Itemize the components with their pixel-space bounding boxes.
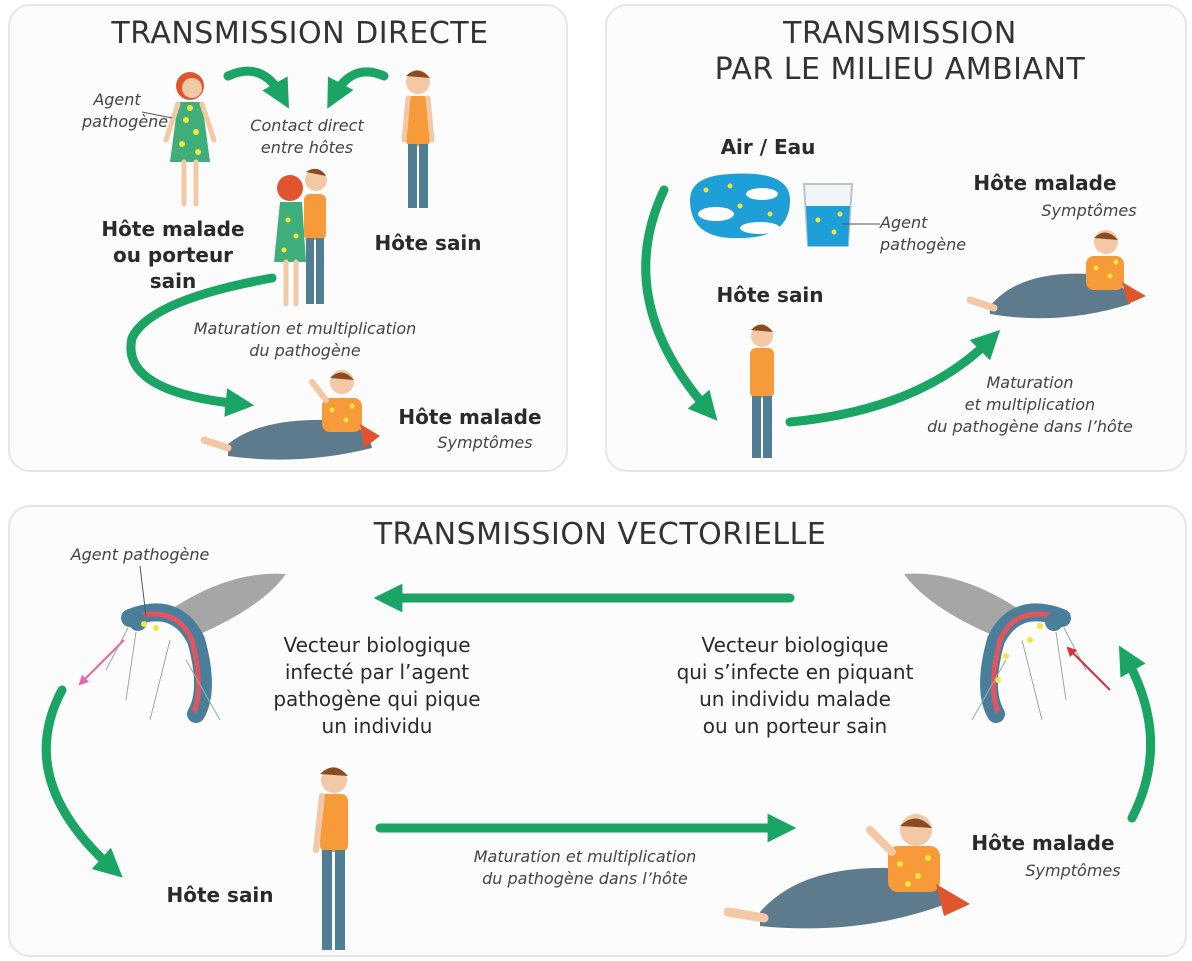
arrow-contact-left [228,71,282,96]
man-healthy-figure-ambiant [750,324,774,458]
arrow-left-curve [46,690,112,868]
malade-line-1: Hôte malade [88,216,258,242]
label-maturation-ambiant: Maturation et multiplication du pathogèn… [900,372,1160,438]
label-hote-malade-final: Hôte malade [390,404,550,430]
ambiant-agent-line-1: Agent [880,212,980,234]
label-symptomes-ambiant: Symptômes [1024,200,1154,222]
label-symptomes-directe: Symptômes [420,432,550,454]
label-contact-direct: Contact direct entre hôtes [232,115,382,159]
water-glass-icon [804,184,852,246]
ambiant-title-line-2: PAR LE MILIEU AMBIANT [680,52,1120,88]
ambiant-maturation-line-1: Maturation [900,372,1160,394]
air-cloud-icon [690,174,790,239]
right-vec-line-1: Vecteur biologique [650,632,940,659]
label-hote-malade-ambiant: Hôte malade [970,170,1120,196]
title-transmission-milieu-ambiant: TRANSMISSION PAR LE MILIEU AMBIANT [680,16,1120,88]
woman-sick-host-figure [166,72,214,204]
label-hote-malade-vectorielle: Hôte malade [958,830,1128,856]
man-healthy-figure-directe [404,70,432,208]
arrow-contact-right [334,72,384,96]
contact-line-2: entre hôtes [232,137,382,159]
agent-line-1: Agent [82,89,152,111]
vector-maturation-line-1: Maturation et multiplication [440,846,730,868]
label-symptomes-vectorielle: Symptômes [1008,860,1138,882]
label-vecteur-infecte: Vecteur biologique infecté par l’agent p… [242,632,512,740]
label-agent-pathogene-directe: Agent pathogène [82,89,152,133]
ambiant-maturation-line-2: et multiplication [900,394,1160,416]
man-healthy-figure-vectorielle [316,767,348,950]
couple-embracing-figure [274,169,327,304]
right-vec-line-2: qui s’infecte en piquant [650,659,940,686]
left-vec-line-3: pathogène qui pique [242,686,512,713]
ambiant-agent-line-2: pathogène [880,234,980,256]
title-transmission-vectorielle: TRANSMISSION VECTORIELLE [340,517,860,553]
ambiant-maturation-line-3: du pathogène dans l’hôte [900,416,1160,438]
reclining-sick-host-figure-directe [204,370,380,460]
label-hote-sain-directe: Hôte sain [368,230,488,256]
left-vec-line-1: Vecteur biologique [242,632,512,659]
right-vec-line-4: ou un porteur sain [650,713,940,740]
right-vec-line-3: un individu malade [650,686,940,713]
label-agent-pathogene-ambiant: Agent pathogène [880,212,980,256]
label-hote-malade-porteur: Hôte malade ou porteur sain [88,216,258,294]
reclining-sick-host-figure-ambiant [970,230,1146,318]
left-vec-line-4: un individu [242,713,512,740]
label-agent-pathogene-vector: Agent pathogène [60,544,220,566]
label-maturation-directe: Maturation et multiplication du pathogèn… [170,318,440,362]
agent-line-2: pathogène [82,111,152,133]
malade-line-2: ou porteur sain [88,242,258,294]
arrow-right-curve [1126,658,1151,818]
title-transmission-directe: TRANSMISSION DIRECTE [100,16,500,52]
label-hote-sain-ambiant: Hôte sain [710,282,830,308]
label-air-eau: Air / Eau [708,134,828,160]
label-maturation-vectorielle: Maturation et multiplication du pathogèn… [440,846,730,890]
maturation-line-2: du pathogène [170,340,440,362]
label-hote-sain-vectorielle: Hôte sain [160,882,280,908]
vectorielle-arrows [46,598,1150,868]
label-vecteur-s-infecte: Vecteur biologique qui s’infecte en piqu… [650,632,940,740]
vector-maturation-line-2: du pathogène dans l’hôte [440,868,730,890]
ambiant-title-line-1: TRANSMISSION [680,16,1120,52]
left-vec-line-2: infecté par l’agent [242,659,512,686]
maturation-line-1: Maturation et multiplication [170,318,440,340]
contact-line-1: Contact direct [232,115,382,137]
